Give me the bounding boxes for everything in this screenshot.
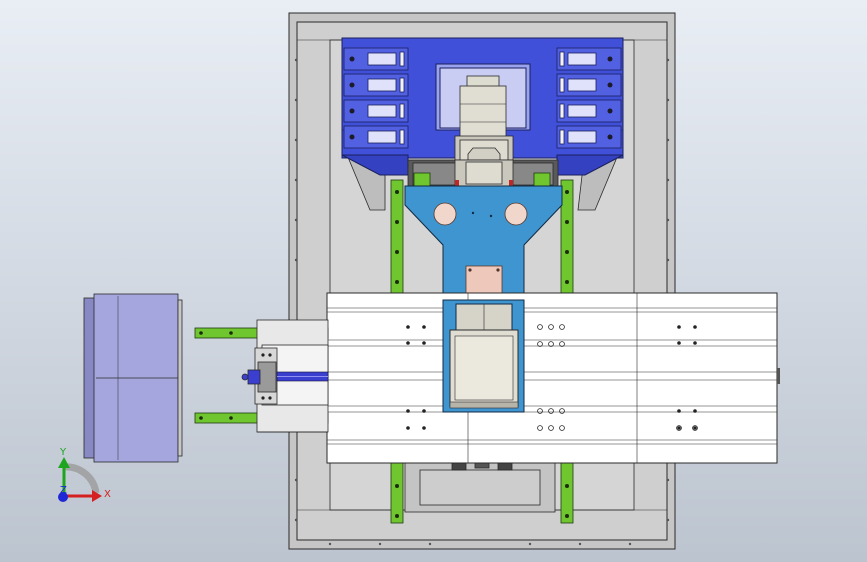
saddle-left-bolts (349, 56, 355, 140)
worktable-t-slots (327, 293, 777, 463)
spindle-head-dots (471, 211, 493, 218)
spindle-head-lower (442, 299, 525, 413)
z-axis-motor (459, 75, 507, 139)
saddle-right-bearing-blocks (556, 47, 622, 149)
y-rail-bolts (395, 190, 569, 518)
worktable-bolt-holes (406, 325, 697, 430)
y-axis-rail-left (390, 179, 404, 524)
worktable-counterbores (537, 324, 698, 431)
lower-base-channel (404, 459, 556, 513)
ballscrew-support-bolts (261, 353, 272, 400)
z-rail-blocks-green (413, 172, 551, 187)
y-axis-rail-right (560, 179, 574, 524)
coordinate-triad: Y X Z (58, 447, 111, 502)
x-axis-ballscrew (276, 371, 329, 382)
triad-label-y: Y (59, 447, 67, 458)
saddle-left-bearing-blocks (343, 47, 409, 149)
triad-label-z: Z (60, 485, 67, 496)
spindle-housing (407, 135, 559, 189)
x-axis-motor (83, 293, 183, 463)
triad-z-axis (58, 492, 68, 502)
triad-label-x: X (104, 489, 111, 500)
worktable (326, 292, 778, 464)
spindle-head-holes (433, 202, 528, 226)
saddle-right-bolts (607, 56, 613, 140)
base-plate-bolts (294, 58, 670, 546)
table-end-cap (777, 368, 780, 384)
